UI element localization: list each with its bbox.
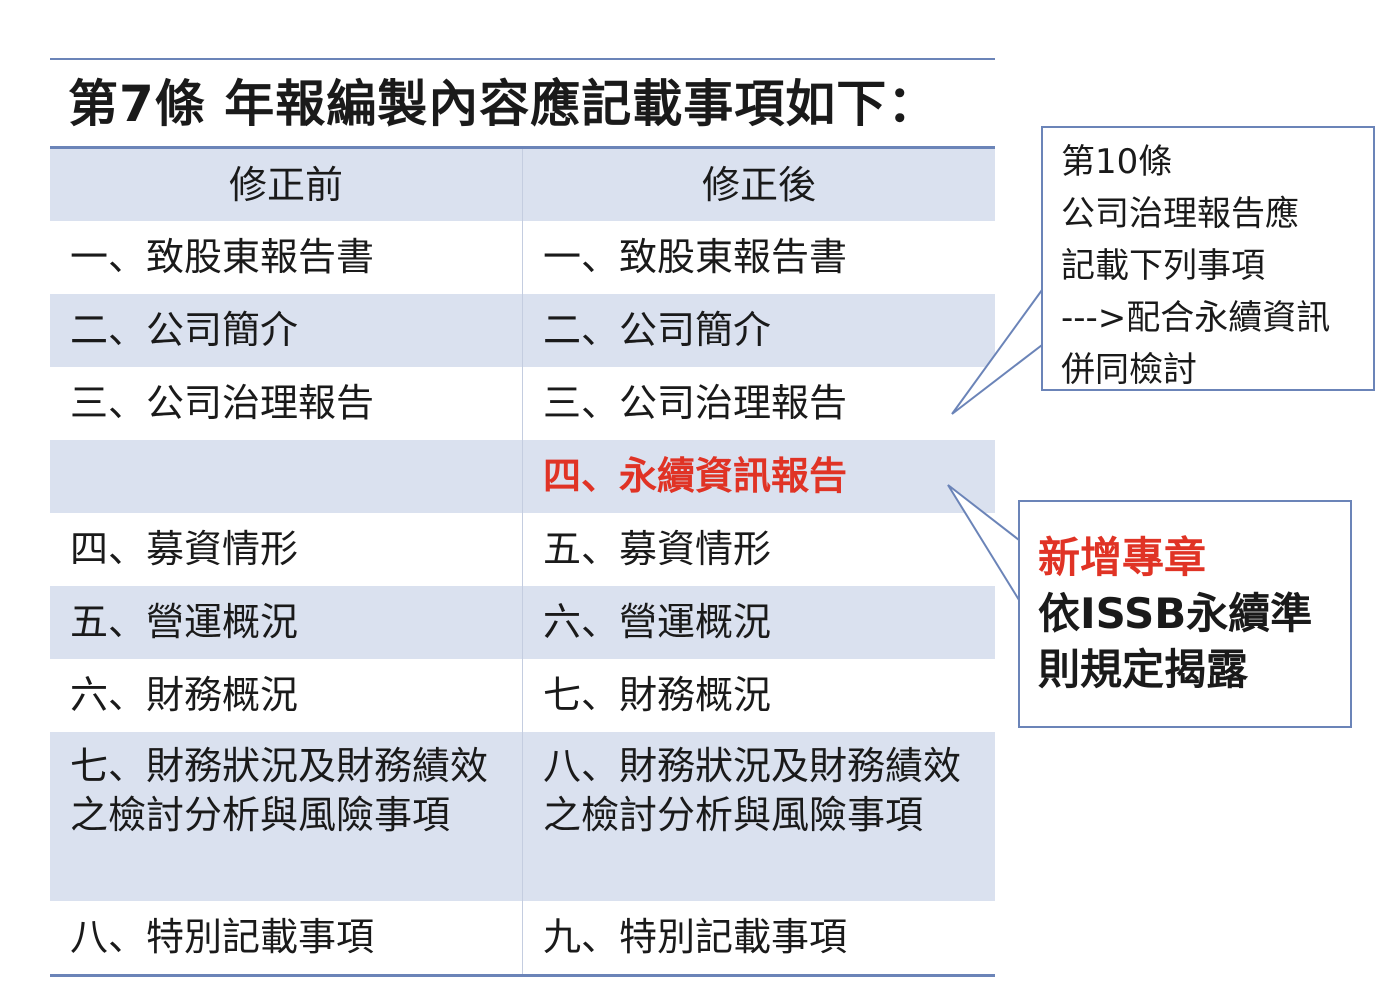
table-row: 六、財務概況 七、財務概況 — [50, 659, 995, 732]
page-title: 第7條 年報編製內容應記載事項如下： — [68, 75, 939, 133]
cell-before: 一、致股東報告書 — [70, 235, 375, 279]
table-row: 四、募資情形 五、募資情形 — [50, 513, 995, 586]
cell-before: 八、特別記載事項 — [50, 901, 523, 977]
cell-after: 三、公司治理報告 — [522, 367, 995, 440]
cell-before: 四、募資情形 — [70, 527, 299, 571]
cell-after: 五、募資情形 — [522, 513, 995, 586]
header-after: 修正後 — [522, 146, 995, 221]
callout2-line: 則規定揭露 — [1038, 645, 1249, 694]
cell-after: 二、公司簡介 — [522, 294, 995, 367]
callout1-line: 公司治理報告應 — [1061, 194, 1299, 234]
table-row: 五、營運概況 六、營運概況 — [50, 586, 995, 659]
header-before: 修正前 — [50, 146, 523, 221]
callout2-line: 依ISSB永續準 — [1038, 589, 1313, 638]
cell-after-new: 四、永續資訊報告 — [522, 440, 995, 513]
cell-before: 七、財務狀況及財務績效之檢討分析與風險事項 — [50, 732, 523, 901]
table-header-row: 修正前 修正後 — [50, 146, 995, 221]
table-row: 七、財務狀況及財務績效之檢討分析與風險事項 八、財務狀況及財務績效之檢討分析與風… — [50, 732, 995, 901]
cell-after: 六、營運概況 — [522, 586, 995, 659]
table-row-new-chapter: 四、永續資訊報告 — [50, 440, 995, 513]
cell-before: 二、公司簡介 — [50, 294, 523, 367]
cell-before: 六、財務概況 — [70, 673, 299, 717]
cell-after: 一、致股東報告書 — [522, 221, 995, 294]
callout1-line: 併同檢討 — [1061, 350, 1197, 390]
cell-after: 九、特別記載事項 — [522, 901, 995, 977]
callout2-heading: 新增專章 — [1038, 533, 1207, 582]
comparison-table: 修正前 修正後 一、致股東報告書 一、致股東報告書 二、公司簡介 二、公司簡介 … — [50, 146, 995, 977]
table-row: 八、特別記載事項 九、特別記載事項 — [50, 901, 995, 977]
callout1-line: --->配合永續資訊 — [1061, 298, 1331, 338]
table-row: 二、公司簡介 二、公司簡介 — [50, 294, 995, 367]
cell-before: 三、公司治理報告 — [70, 381, 375, 425]
top-rule — [50, 58, 995, 60]
cell-after: 七、財務概況 — [522, 659, 995, 732]
cell-after: 八、財務狀況及財務績效之檢討分析與風險事項 — [522, 732, 995, 901]
callout1-line: 第10條 — [1061, 142, 1173, 182]
callout-article-10: 第10條 公司治理報告應 記載下列事項 --->配合永續資訊 併同檢討 — [1041, 126, 1375, 391]
cell-before: 五、營運概況 — [50, 586, 523, 659]
table-row: 一、致股東報告書 一、致股東報告書 — [50, 221, 995, 294]
callout-new-chapter: 新增專章 依ISSB永續準 則規定揭露 — [1018, 500, 1352, 728]
cell-before — [50, 440, 523, 513]
table-row: 三、公司治理報告 三、公司治理報告 — [50, 367, 995, 440]
callout1-line: 記載下列事項 — [1061, 246, 1265, 286]
